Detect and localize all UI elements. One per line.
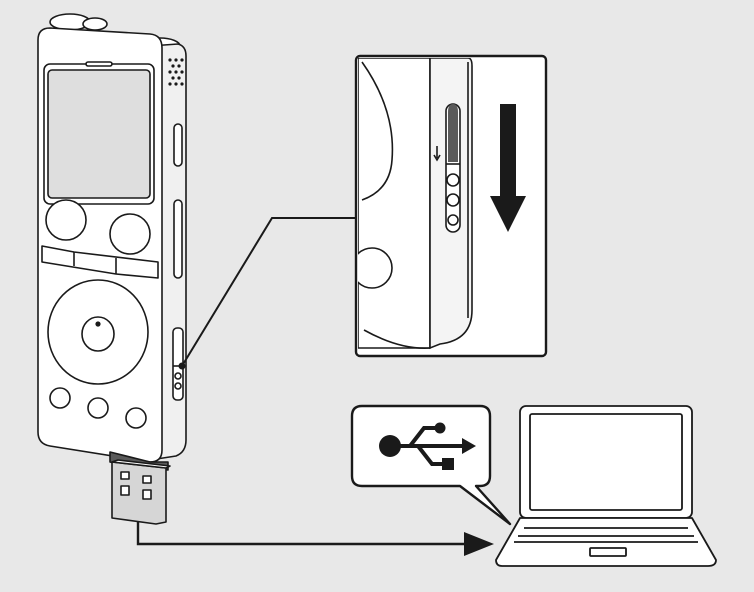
arrow-down-icon	[490, 104, 526, 232]
laptop-icon	[495, 405, 717, 567]
back-button-icon	[109, 213, 151, 255]
usb-cable-line	[136, 522, 494, 556]
display-screen-icon	[47, 69, 151, 199]
usb-symbol-bubble	[350, 404, 512, 526]
speaker-grille-icon	[168, 58, 184, 86]
ic-recorder-icon	[37, 13, 187, 463]
callout-dot	[178, 362, 186, 370]
menu-button-icon	[45, 199, 87, 241]
button-top-icon	[82, 17, 108, 31]
bottom-button-1-icon	[49, 387, 71, 409]
laptop-trackpad	[589, 547, 627, 557]
usb-connector-icon	[109, 451, 171, 525]
bottom-button-2-icon	[87, 397, 109, 419]
bottom-button-3-icon	[125, 407, 147, 429]
zoom-detail-panel	[354, 54, 548, 358]
hold-switch-icon	[173, 123, 183, 167]
usb-trident-icon	[379, 422, 476, 470]
laptop-screen	[529, 413, 683, 511]
callout-leader-line	[181, 217, 358, 367]
volume-button-icon	[173, 199, 183, 279]
play-button-icon	[81, 316, 115, 352]
